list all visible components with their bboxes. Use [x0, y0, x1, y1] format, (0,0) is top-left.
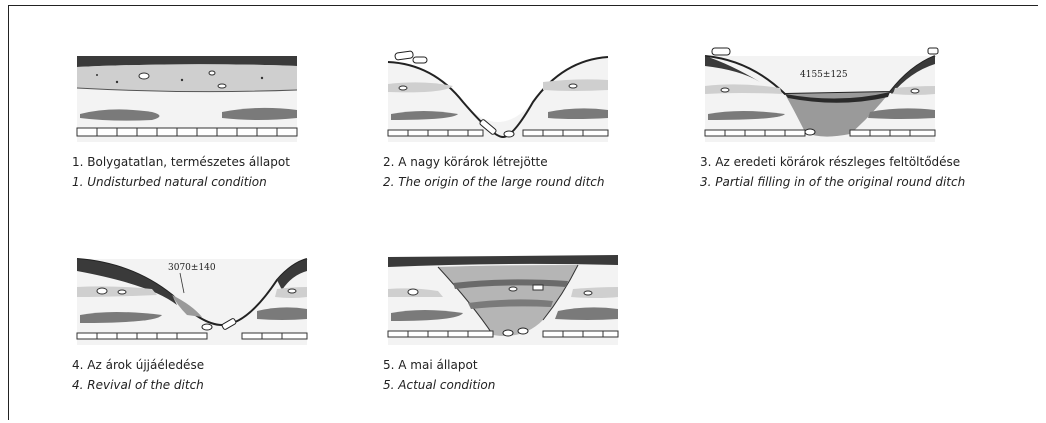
caption-en: 2. The origin of the large round ditch: [383, 172, 623, 192]
caption-hu: 4. Az árok újjáéledése: [72, 355, 312, 375]
panel-5: 5. A mai állapot 5. Actual condition: [383, 245, 623, 395]
diagram-partial-filling: 4155±125: [700, 42, 940, 142]
caption-hu: 1. Bolygatatlan, természetes állapot: [72, 152, 312, 172]
panel-4: 3070±140 4. Az árok újjáéledése 4. Reviv…: [72, 245, 312, 395]
caption-en: 3. Partial filling in of the original ro…: [700, 172, 940, 192]
panel-1: 1. Bolygatatlan, természetes állapot 1. …: [72, 42, 312, 192]
panel-2: 2. A nagy körárok létrejötte 2. The orig…: [383, 42, 623, 192]
date-label: 4155±125: [800, 70, 848, 80]
diagram-ditch-revival: 3070±140: [72, 245, 312, 345]
caption-en: 1. Undisturbed natural condition: [72, 172, 312, 192]
caption-hu: 2. A nagy körárok létrejötte: [383, 152, 623, 172]
caption-hu: 5. A mai állapot: [383, 355, 623, 375]
diagram-undisturbed: [72, 42, 302, 142]
date-label: 3070±140: [168, 263, 216, 273]
diagram-actual-condition: [383, 245, 623, 345]
caption-en: 5. Actual condition: [383, 375, 623, 395]
diagram-ditch-origin: [383, 42, 613, 142]
panel-3: 4155±125 3. Az eredeti körárok részleges…: [700, 42, 940, 192]
caption-en: 4. Revival of the ditch: [72, 375, 312, 395]
caption-hu: 3. Az eredeti körárok részleges feltöltő…: [700, 152, 940, 172]
